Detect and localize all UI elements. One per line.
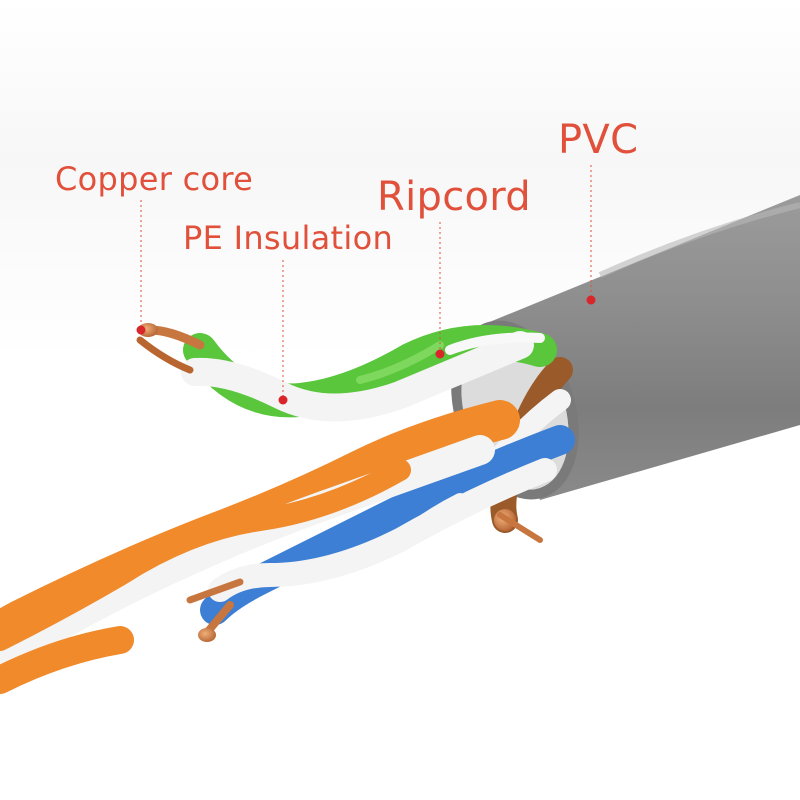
- marker-ripcord: [435, 349, 445, 359]
- label-pe-insulation: PE Insulation: [183, 219, 394, 257]
- label-copper-core: Copper core: [55, 160, 254, 198]
- marker-copper-core: [136, 325, 146, 335]
- orange-twisted-pair: [0, 400, 520, 694]
- ripcord-thread: [445, 332, 545, 355]
- label-pvc: PVC: [558, 117, 639, 163]
- marker-dots: [136, 295, 596, 405]
- leader-lines: [140, 165, 592, 398]
- marker-pe-insulation: [278, 395, 288, 405]
- marker-pvc: [586, 295, 596, 305]
- blue-twisted-pair: [186, 425, 575, 642]
- label-ripcord: Ripcord: [377, 174, 531, 220]
